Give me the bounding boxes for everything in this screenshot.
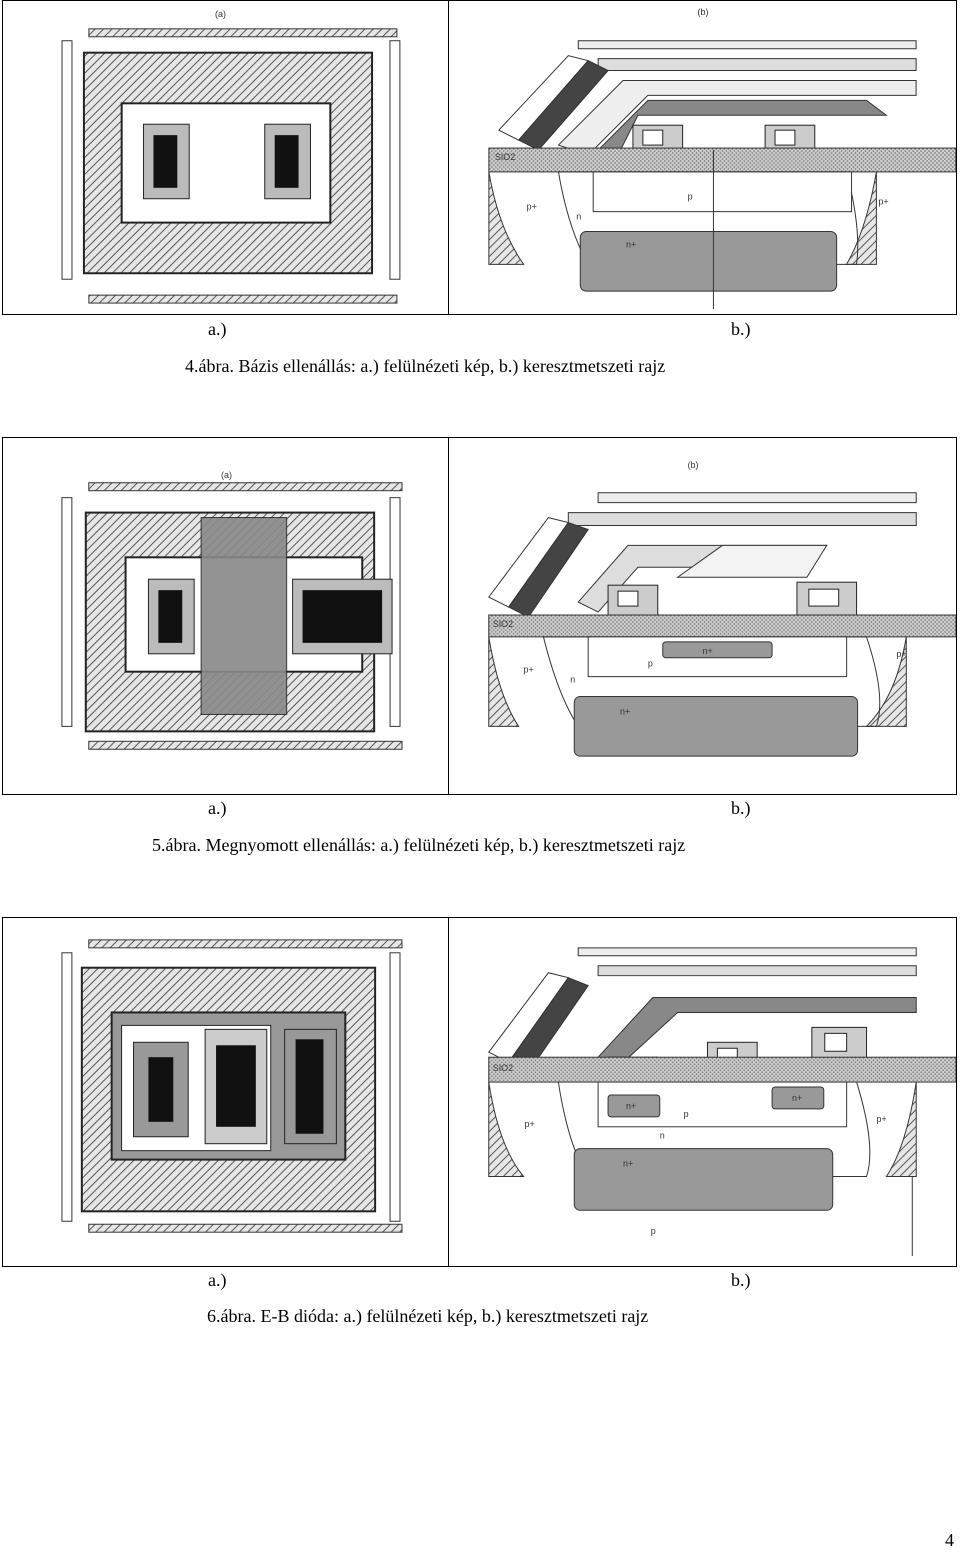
p-label: p: [648, 659, 653, 669]
nplus-label: n+: [623, 1159, 633, 1169]
pplus-label-right: p+: [896, 649, 906, 659]
sio2-label: SIO2: [493, 619, 513, 629]
subfigure-label-b: b.): [731, 319, 751, 339]
sio2-label: SIO2: [493, 1063, 513, 1073]
n-label: n: [576, 212, 581, 222]
pinched-resistor-top-view-drawing: (a): [61, 470, 403, 750]
pplus-label-left: p+: [527, 202, 537, 212]
base-resistor-top-view-drawing: (a): [61, 9, 401, 304]
subfigure-label-a: a.): [208, 1270, 227, 1290]
panel-a-tag: (a): [221, 470, 232, 480]
subfigure-label-b: b.): [731, 798, 751, 818]
nplus-label-top: n+: [703, 646, 713, 656]
n-label: n: [570, 675, 575, 685]
nplus-label-right: n+: [792, 1093, 802, 1103]
figure-6-cross-section: SIO2 n+ n+ p+ p+ p n n+ p b.): [449, 918, 956, 1290]
pplus-label-right: p+: [876, 1114, 886, 1124]
nplus-label-left: n+: [626, 1101, 636, 1111]
p-substrate-label: p: [651, 1226, 656, 1236]
eb-diode-top-view-drawing: [61, 939, 403, 1233]
panel-b-tag: (b): [698, 7, 709, 17]
nplus-label: n+: [620, 706, 630, 716]
pinched-resistor-cross-section-drawing: (b) SIO2 n+ p+ p+ p n n+: [488, 460, 956, 757]
figure-6-top-view: a.): [3, 918, 449, 1290]
figure-6-box: a.) SIO2 n+ n+ p+ p+ p: [2, 917, 957, 1290]
figure-5-cross-section: (b) SIO2 n+ p+ p+ p n n+ b.): [449, 438, 956, 818]
n-label: n: [660, 1131, 665, 1141]
figure-4-caption: 4.ábra. Bázis ellenállás: a.) felülnézet…: [185, 356, 666, 376]
sio2-label: SIO2: [495, 152, 515, 162]
p-label: p: [684, 1109, 689, 1119]
eb-diode-cross-section-drawing: SIO2 n+ n+ p+ p+ p n n+ p: [488, 947, 956, 1257]
figure-5-top-view: (a) a.): [3, 438, 449, 818]
figure-6-caption: 6.ábra. E-B dióda: a.) felülnézeti kép, …: [207, 1306, 649, 1326]
subfigure-label-a: a.): [208, 319, 227, 339]
subfigure-label-b: b.): [731, 1270, 751, 1290]
panel-b-tag: (b): [688, 460, 699, 470]
page-number: 4: [945, 1530, 954, 1550]
panel-a-tag: (a): [215, 9, 226, 19]
figure-5-box: (a) a.) (b) SI: [2, 437, 957, 818]
pplus-label-left: p+: [524, 665, 534, 675]
pplus-label-left: p+: [525, 1119, 535, 1129]
subfigure-label-a: a.): [208, 798, 227, 818]
nplus-label: n+: [626, 239, 636, 249]
figure-4-top-view: (a) a.): [3, 1, 449, 339]
figure-5-caption: 5.ábra. Megnyomott ellenállás: a.) felül…: [152, 835, 686, 855]
figure-4-cross-section: (b) SIO2 p+ p+ p n n+ b.): [449, 1, 956, 339]
base-resistor-cross-section-drawing: (b) SIO2 p+ p+ p n n+: [488, 7, 956, 310]
pplus-label-right: p+: [878, 197, 888, 207]
p-label: p: [688, 192, 693, 202]
figure-4-box: (a) a.) (b) SIO2: [2, 0, 957, 339]
